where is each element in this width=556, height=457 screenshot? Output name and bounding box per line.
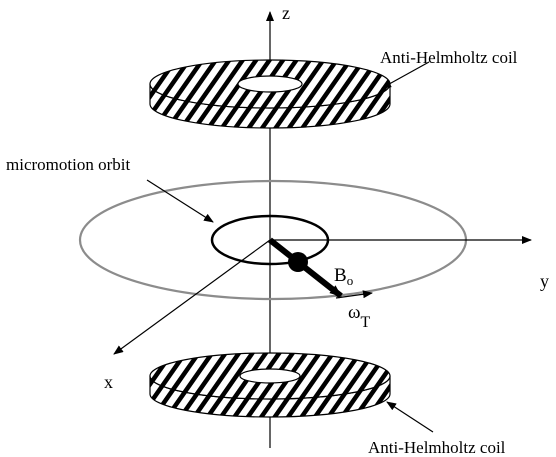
field-label-sub: o	[347, 273, 354, 288]
coil-bottom-label: Anti-Helmholtz coil	[368, 438, 506, 457]
coil-bottom	[149, 352, 391, 418]
omega-label-main: ω	[348, 302, 361, 323]
x-axis	[113, 239, 271, 355]
coil-top-leader-arrow	[381, 61, 430, 89]
field-label: Bo	[334, 265, 353, 288]
z-axis-label: z	[282, 3, 290, 23]
particle	[288, 252, 308, 272]
x-axis-label: x	[104, 372, 113, 392]
orbit-label: micromotion orbit	[6, 155, 130, 174]
coil-top	[149, 59, 391, 129]
coil-bottom-leader-arrow	[386, 401, 434, 433]
omega-arrow	[335, 290, 373, 299]
orbit-leader-arrow	[146, 179, 214, 223]
coil-top-label: Anti-Helmholtz coil	[380, 48, 518, 67]
omega-label-sub: T	[361, 314, 371, 331]
omega-label: ωT	[348, 302, 371, 331]
field-label-main: B	[334, 265, 347, 286]
y-axis-label: y	[540, 271, 549, 291]
